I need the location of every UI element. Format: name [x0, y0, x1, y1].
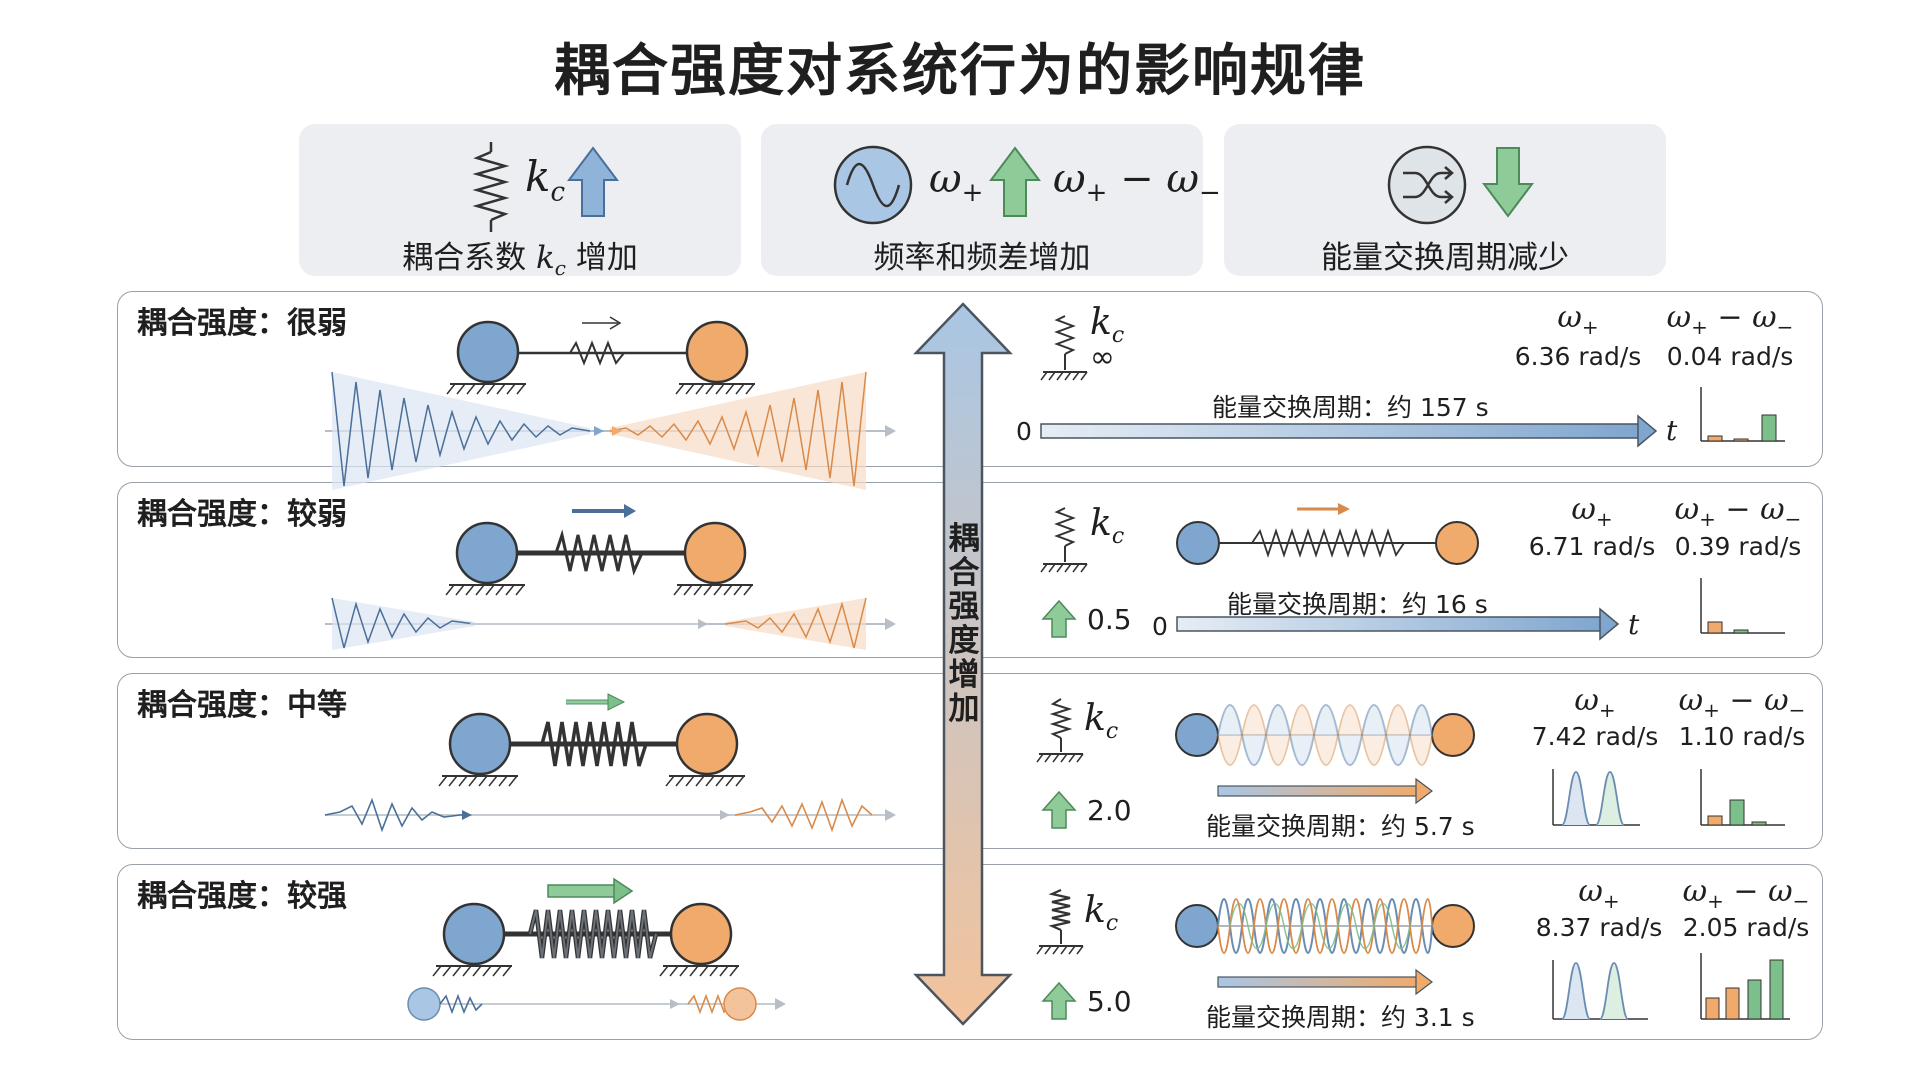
- t-label: t: [1628, 608, 1640, 641]
- row-label: 耦合强度：较弱: [137, 497, 347, 532]
- kc-symbol: kc: [525, 152, 566, 208]
- page-title: 耦合强度对系统行为的影响规律: [554, 39, 1366, 104]
- coupling-axis-arrow: [913, 302, 1013, 1026]
- omega-plus-header: ω+: [1574, 683, 1616, 722]
- zero-label: 0: [1016, 417, 1032, 446]
- row-label: 耦合强度：较强: [137, 879, 347, 914]
- period-label: 能量交换周期：约 3.1 s: [1206, 1003, 1475, 1032]
- mass-orange: [685, 320, 749, 384]
- mass-spring-system: [446, 316, 755, 395]
- kc-value: ∞: [1090, 340, 1115, 375]
- mini-bar-chart: [1700, 387, 1785, 442]
- spring-icon: [472, 142, 510, 232]
- spring-icon: [1040, 507, 1088, 573]
- summary-card-period: 能量交换周期减少: [1224, 124, 1666, 276]
- sine-wave-icon: [833, 145, 913, 225]
- mini-bar-chart: [1700, 578, 1785, 634]
- kc-label: kc: [1084, 698, 1119, 745]
- kc-value: 2.0: [1087, 794, 1132, 827]
- summary-card-coupling: kc 耦合系数 kc 增加: [299, 124, 741, 280]
- omega-plus-symbol: ω+: [929, 156, 984, 208]
- omega-diff-header: ω+ − ω−: [1678, 683, 1806, 722]
- kc-label: kc: [1084, 890, 1119, 937]
- omega-plus-header: ω+: [1557, 300, 1599, 339]
- spring-icon: [1036, 888, 1084, 955]
- arrow-up-icon: [1041, 599, 1077, 638]
- omega-diff-value: 0.04 rad/s: [1666, 342, 1794, 371]
- spring-icon: [1040, 315, 1088, 381]
- omega-plus-value: 8.37 rad/s: [1535, 913, 1663, 942]
- t-label: t: [1666, 414, 1678, 447]
- mini-bar-chart: [1700, 769, 1785, 826]
- omega-diff-symbol: ω+ − ω−: [1053, 156, 1221, 208]
- period-label: 能量交换周期：约 5.7 s: [1206, 812, 1475, 841]
- omega-plus-header: ω+: [1578, 874, 1620, 913]
- arrow-up-icon: [1041, 981, 1077, 1020]
- zero-label: 0: [1152, 612, 1168, 641]
- omega-diff-value: 2.05 rad/s: [1682, 913, 1810, 942]
- summary-caption-frequency: 频率和频差增加: [873, 240, 1091, 276]
- kc-value: 0.5: [1087, 603, 1132, 636]
- mass-blue: [456, 320, 520, 384]
- arrow-up-icon: [1041, 790, 1077, 829]
- mini-peak-chart: [1552, 769, 1640, 826]
- omega-diff-value: 0.39 rad/s: [1674, 532, 1802, 561]
- summary-card-frequency: ω+ ω+ − ω− 频率和频差增加: [761, 124, 1221, 276]
- omega-diff-header: ω+ − ω−: [1666, 300, 1794, 339]
- omega-plus-value: 6.36 rad/s: [1514, 342, 1642, 371]
- kc-label: kc: [1090, 302, 1125, 349]
- summary-caption-period: 能量交换周期减少: [1321, 240, 1569, 276]
- mini-peak-chart: [1552, 960, 1648, 1020]
- mini-bar-chart: [1700, 953, 1790, 1020]
- omega-diff-header: ω+ − ω−: [1682, 874, 1810, 913]
- omega-plus-header: ω+: [1571, 492, 1613, 531]
- period-label: 能量交换周期：约 157 s: [1212, 393, 1489, 422]
- arrow-down-icon: [1482, 147, 1534, 218]
- omega-plus-value: 7.42 rad/s: [1531, 722, 1659, 751]
- spring-icon: [1036, 698, 1084, 763]
- row-label: 耦合强度：中等: [137, 688, 347, 723]
- shuffle-icon: [1387, 145, 1467, 225]
- omega-diff-header: ω+ − ω−: [1674, 492, 1802, 531]
- arrow-up-icon: [567, 146, 619, 217]
- row-label: 耦合强度：很弱: [137, 306, 347, 341]
- axis-label: 耦合强度增加: [948, 521, 980, 727]
- period-label: 能量交换周期：约 16 s: [1227, 590, 1488, 619]
- kc-value: 5.0: [1087, 985, 1132, 1018]
- omega-plus-value: 6.71 rad/s: [1528, 532, 1656, 561]
- omega-diff-value: 1.10 rad/s: [1678, 722, 1806, 751]
- summary-caption-coupling: 耦合系数 kc 增加: [402, 240, 638, 281]
- kc-label: kc: [1090, 503, 1125, 550]
- arrow-up-icon: [989, 146, 1041, 217]
